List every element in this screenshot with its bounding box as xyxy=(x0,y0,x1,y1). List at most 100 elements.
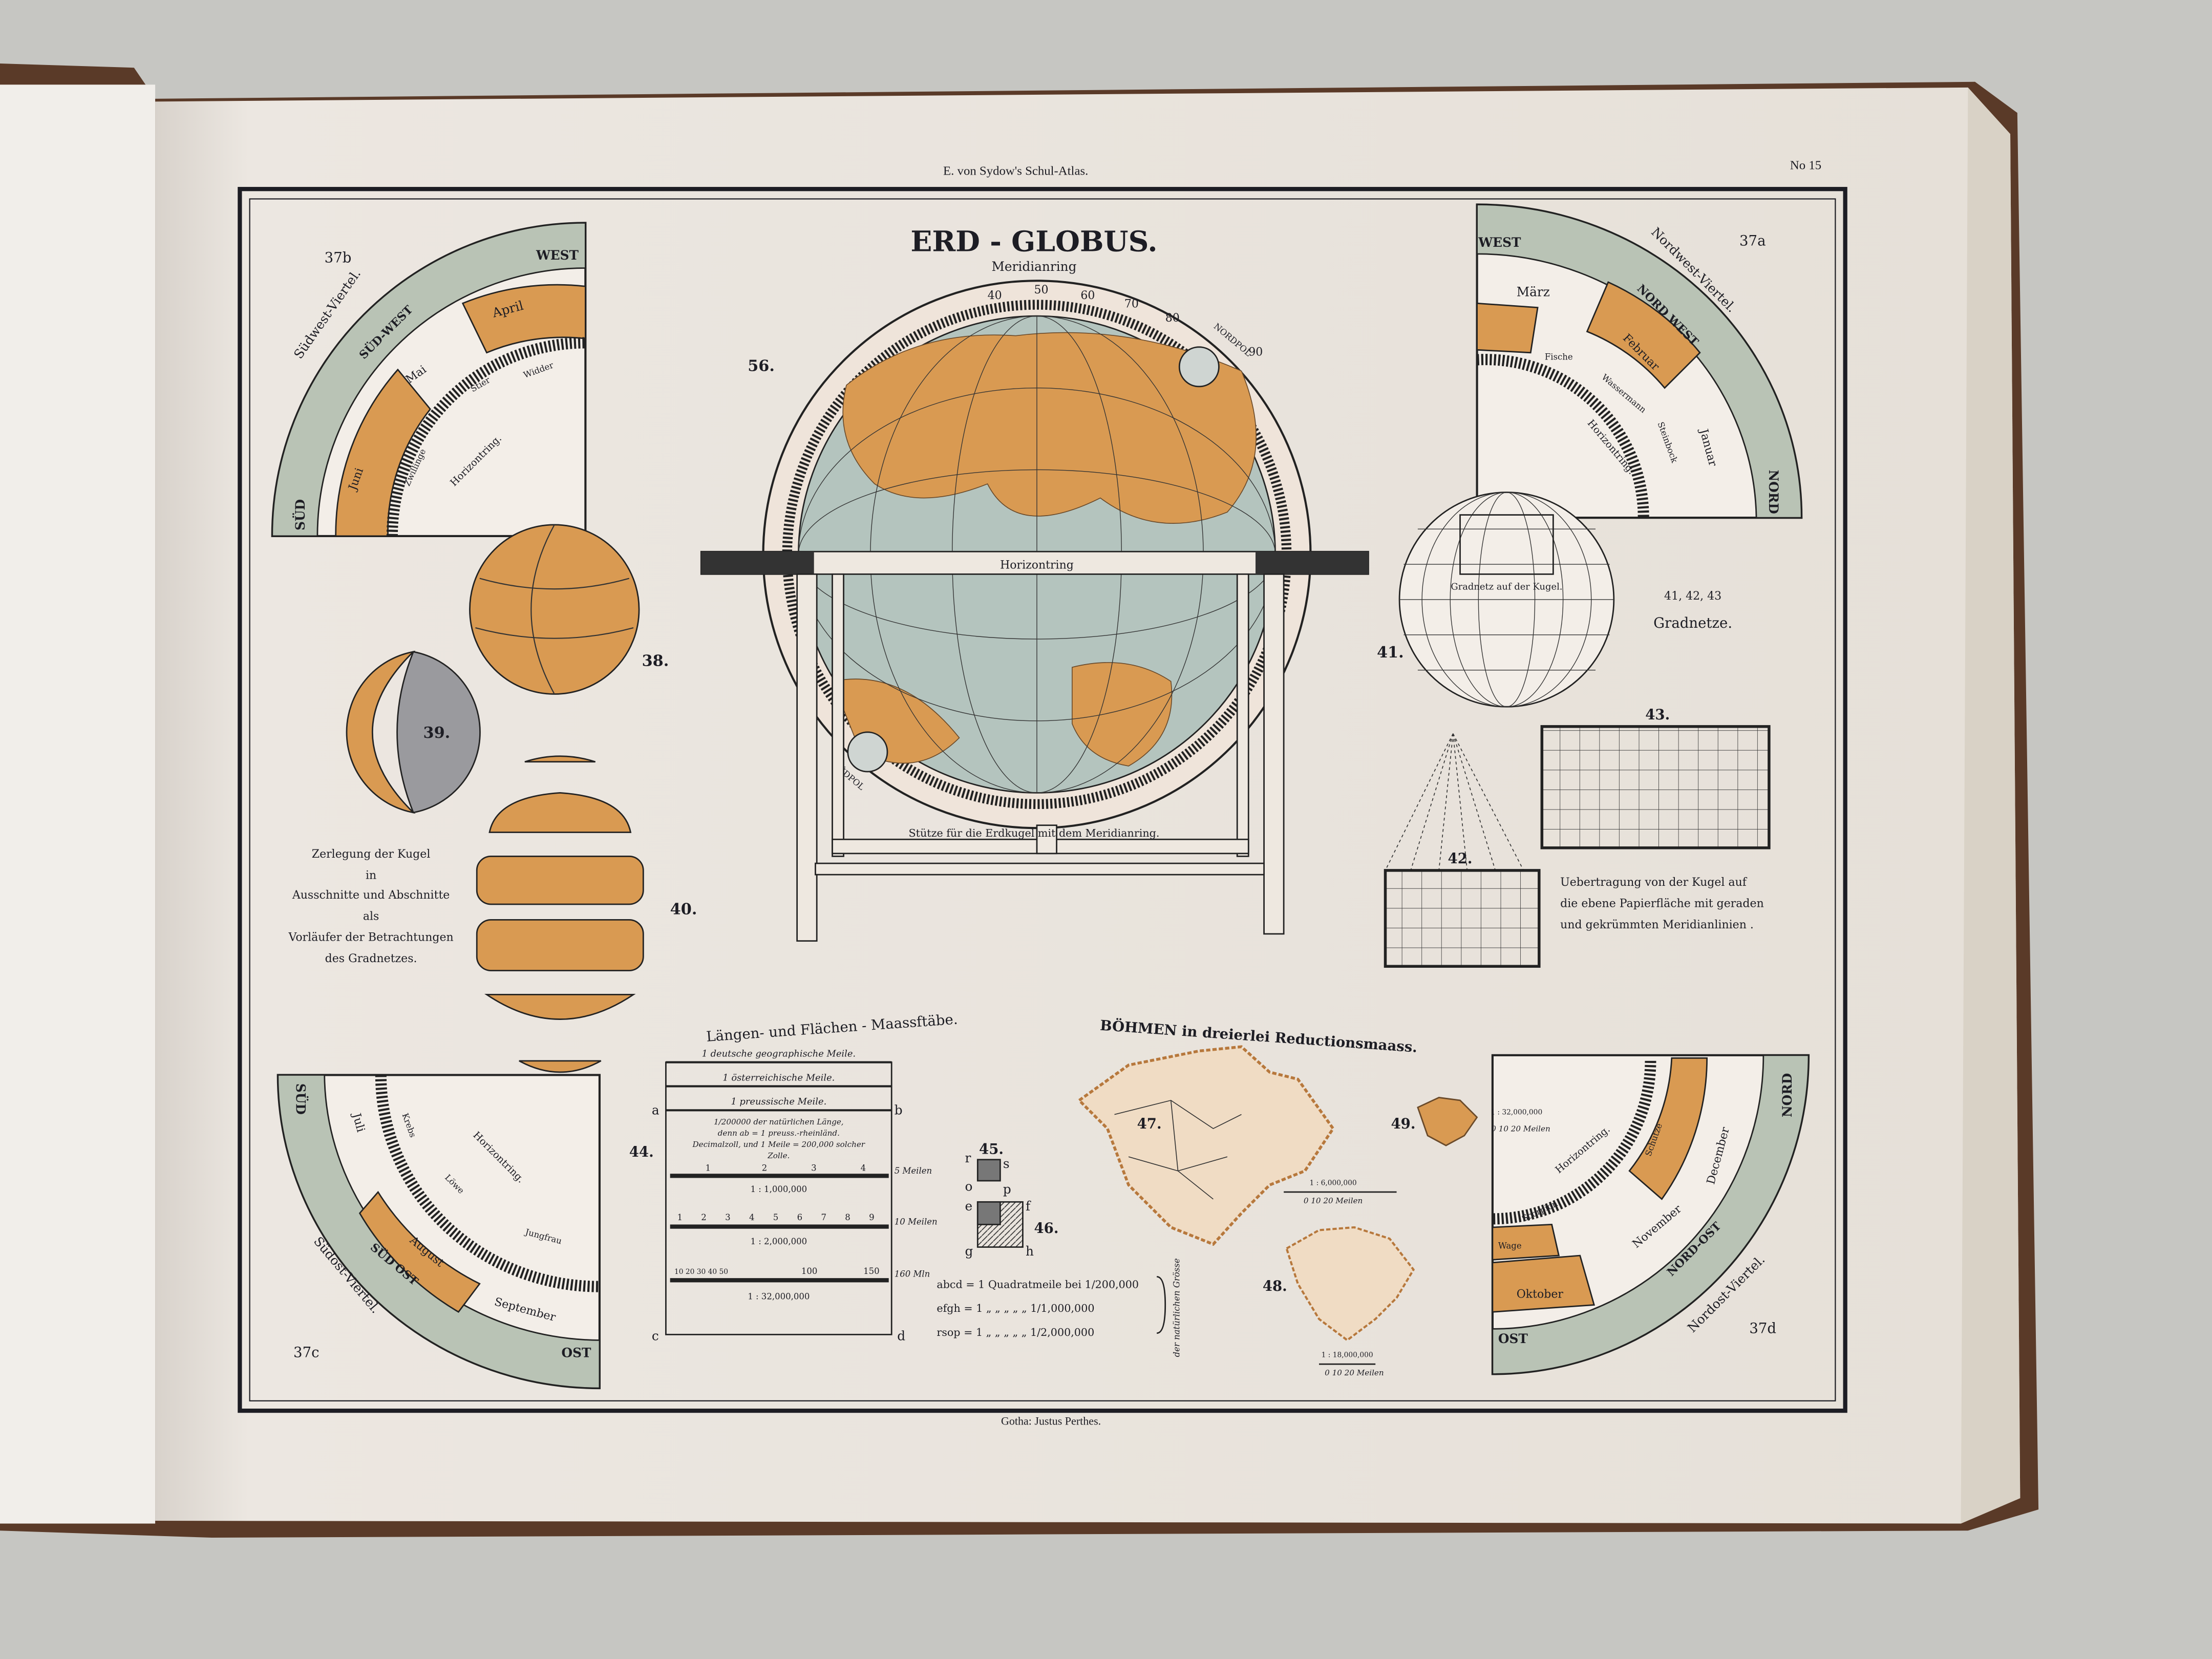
figure-47: 47. xyxy=(1137,1116,1162,1132)
corner-label: s xyxy=(1003,1156,1010,1171)
scale-row: 1 deutsche geographische Meile. xyxy=(702,1049,856,1059)
month-label: Oktober xyxy=(1517,1288,1564,1301)
figure-37b: 37b xyxy=(325,249,352,266)
bar-tick: 6 xyxy=(797,1213,803,1222)
caption-line: Uebertragung von der Kugel auf xyxy=(1560,876,1748,889)
figure-39: 39. xyxy=(423,724,451,742)
bohemia-section: BÖHMEN in dreierlei Reductionsmaass. 47.… xyxy=(1077,1016,1550,1377)
bar-ratio: 1 : 32,000,000 xyxy=(748,1291,810,1301)
bar-tick: 3 xyxy=(811,1163,817,1173)
caption-line: und gekrümmten Meridianlinien . xyxy=(1560,919,1754,931)
area-equation: rsop = 1 „ „ „ „ „ 1/2,000,000 xyxy=(937,1326,1094,1338)
scale-note: 1/200000 der natürlichen Länge, xyxy=(714,1117,844,1126)
gradnetze-numbers: 41, 42, 43 xyxy=(1664,590,1721,603)
lat-tick: 70 xyxy=(1124,298,1139,311)
corner-label: p xyxy=(1003,1182,1011,1197)
scale-row: 1 preussische Meile. xyxy=(731,1096,826,1107)
bar-tick: 1 xyxy=(677,1213,683,1222)
bar-tick: 150 xyxy=(863,1266,880,1276)
corner-label: b xyxy=(895,1103,903,1118)
page-title: ERD - GLOBUS. xyxy=(910,224,1157,258)
area-equation: efgh = 1 „ „ „ „ „ 1/1,000,000 xyxy=(937,1302,1094,1314)
plate-border xyxy=(238,187,1847,1413)
bar-tick: 4 xyxy=(749,1213,755,1222)
lat-tick: 60 xyxy=(1080,289,1095,302)
map-scale: 0 10 20 Meilen xyxy=(1304,1196,1363,1205)
corner-label: r xyxy=(965,1151,971,1165)
quadrant-37a: WEST 37a NORD Nordwest-Viertel. NORD WES… xyxy=(1476,203,1803,519)
caption-line: als xyxy=(363,910,379,923)
quadrant-37d: NORD OST 37d Nordost-Viertel. NORD-OST D… xyxy=(1491,1054,1810,1375)
corner-label: f xyxy=(1026,1199,1031,1214)
bar-tick: 100 xyxy=(801,1266,818,1276)
brace-label: der natürlichen Grösse xyxy=(1172,1258,1181,1357)
figure-46: 46. xyxy=(1034,1220,1058,1237)
figure-42: 42. xyxy=(1448,850,1473,867)
caption-line: Zerlegung der Kugel xyxy=(312,848,431,861)
figure-37d: 37d xyxy=(1749,1321,1776,1337)
figure-41: 41. xyxy=(1377,644,1404,662)
scale-note: denn ab = 1 preuss.-rheinländ. xyxy=(718,1129,840,1138)
figure-44: 44. xyxy=(629,1144,654,1160)
publisher: Gotha: Justus Perthes. xyxy=(1001,1415,1101,1428)
corner-label: g xyxy=(965,1244,973,1259)
lat-tick: 80 xyxy=(1165,312,1180,325)
nord-label: NORD xyxy=(1780,1073,1795,1117)
corner-label: d xyxy=(897,1328,905,1343)
bar-tick: 8 xyxy=(845,1213,850,1222)
ost-label: OST xyxy=(1498,1331,1528,1346)
figure-45: 45. xyxy=(979,1141,1004,1158)
map-ratio: 1 : 18,000,000 xyxy=(1322,1351,1373,1359)
scale-note: Decimalzoll, und 1 Meile = 200,000 solch… xyxy=(692,1140,865,1149)
lat-tick: 90 xyxy=(1248,346,1263,358)
gradnetze-caption: Uebertragung von der Kugel auf die ebene… xyxy=(1560,876,1764,931)
caption-line: Vorläufer der Betrachtungen xyxy=(288,931,453,944)
figure-38: 38. xyxy=(642,652,669,670)
bar-tick: 7 xyxy=(821,1213,826,1222)
plate-inner-border xyxy=(249,198,1836,1401)
caption-line: des Gradnetzes. xyxy=(325,952,417,965)
figure-37a: 37a xyxy=(1739,232,1766,249)
caption-line: in xyxy=(366,869,376,882)
figure-49: 49. xyxy=(1391,1116,1416,1132)
scale-row: 1 österreichische Meile. xyxy=(722,1072,835,1083)
map-ratio: 1 : 6,000,000 xyxy=(1309,1179,1356,1187)
zodiac-label: Wage xyxy=(1498,1241,1522,1250)
lat-tick: 50 xyxy=(1034,284,1048,296)
bar-tick: 4 xyxy=(861,1163,866,1173)
bar-end: 5 Meilen xyxy=(895,1166,932,1176)
bar-tick: 2 xyxy=(762,1163,768,1173)
corner-label: c xyxy=(652,1328,659,1343)
bar-tick: 1 xyxy=(706,1163,711,1173)
west-label: WEST xyxy=(536,248,579,263)
left-page xyxy=(0,84,156,1524)
caption-line: die ebene Papierfläche mit geraden xyxy=(1560,898,1764,910)
bar-ratio: 1 : 2,000,000 xyxy=(750,1237,807,1246)
bar-ratio: 1 : 1,000,000 xyxy=(750,1184,807,1194)
west-label: WEST xyxy=(1478,235,1521,250)
sued-label: SÜD xyxy=(293,499,308,530)
corner-label: e xyxy=(965,1199,972,1214)
globe-figure: 56. NORDPOL SÜDPOL 40 50 60 70 80 90 Hor… xyxy=(700,280,1369,942)
month-label: März xyxy=(1517,285,1550,300)
bar-tick: 2 xyxy=(701,1213,707,1222)
sued-label: SÜD xyxy=(293,1083,308,1115)
ost-label: OST xyxy=(562,1345,591,1360)
map-scale: 0 10 20 Meilen xyxy=(1325,1368,1384,1377)
atlas-title: E. von Sydow's Schul-Atlas. xyxy=(943,164,1088,178)
zodiac-label: Fische xyxy=(1545,352,1573,362)
gradnetze-title: Gradnetze. xyxy=(1653,615,1732,631)
figure-43: 43. xyxy=(1645,707,1670,723)
bar-tick: 5 xyxy=(773,1213,779,1222)
figure-56: 56. xyxy=(748,357,775,375)
bar-tick: 3 xyxy=(725,1213,731,1222)
map-scale: 0 10 20 Meilen xyxy=(1491,1124,1550,1134)
plate-number: No 15 xyxy=(1790,159,1821,173)
scale-note: Zolle. xyxy=(767,1151,790,1160)
corner-label: o xyxy=(965,1179,972,1194)
corner-label: a xyxy=(652,1103,660,1118)
bar-tick: 10 20 30 40 50 xyxy=(674,1268,728,1276)
gradnetze-figures: Gradnetz auf der Kugel. 41. 41, 42, 43 G… xyxy=(1377,492,1771,968)
